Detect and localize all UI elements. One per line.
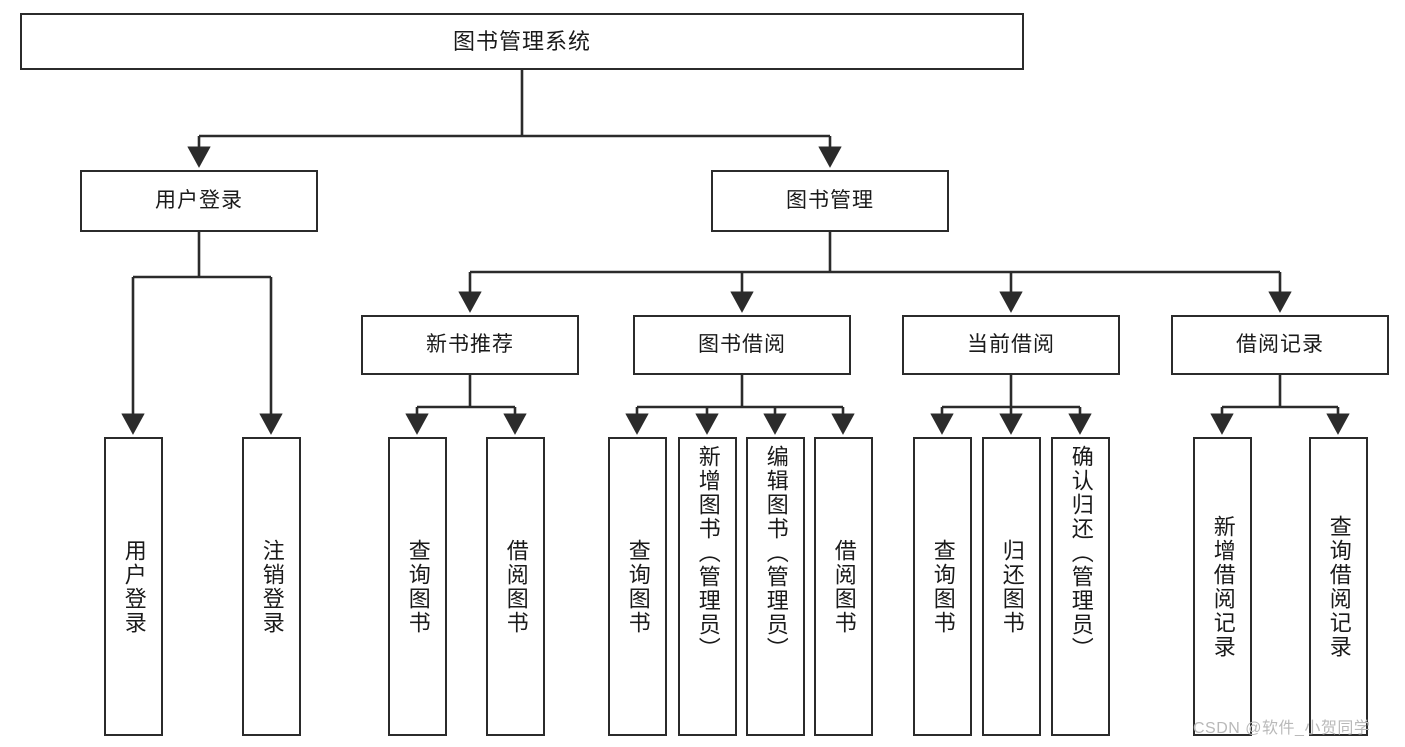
leaf-book-borrow-borrow-book[interactable]: 借阅图书	[814, 437, 873, 736]
leaf-book-borrow-add-book-admin[interactable]: 新增图书（管理员）	[678, 437, 737, 736]
node-label: 当前借阅	[967, 332, 1055, 356]
node-label: 新书推荐	[426, 332, 514, 356]
node-label: 借阅图书	[831, 538, 857, 635]
node-label: 编辑图书（管理员）	[763, 445, 789, 661]
node-label: 图书管理系统	[452, 28, 591, 54]
node-label: 查询借阅记录	[1326, 514, 1352, 659]
node-label: 查询图书	[625, 538, 651, 635]
node-label: 新增图书（管理员）	[695, 445, 721, 661]
leaf-current-borrow-return-book[interactable]: 归还图书	[982, 437, 1041, 736]
node-book-management[interactable]: 图书管理	[711, 170, 949, 232]
csdn-watermark: CSDN @软件_小贺同学	[1193, 720, 1371, 737]
leaf-new-book-borrow-book[interactable]: 借阅图书	[486, 437, 545, 736]
node-label: 新增借阅记录	[1210, 514, 1236, 659]
node-label: 查询图书	[930, 538, 956, 635]
leaf-current-borrow-confirm-return-admin[interactable]: 确认归还（管理员）	[1051, 437, 1110, 736]
node-book-borrow[interactable]: 图书借阅	[633, 315, 851, 375]
leaf-new-book-query-book[interactable]: 查询图书	[388, 437, 447, 736]
node-label: 归还图书	[999, 538, 1025, 635]
node-label: 用户登录	[121, 538, 147, 635]
leaf-book-borrow-query-book[interactable]: 查询图书	[608, 437, 667, 736]
node-label: 注销登录	[259, 538, 285, 635]
node-user-login[interactable]: 用户登录	[80, 170, 318, 232]
leaf-borrow-records-add-record[interactable]: 新增借阅记录	[1193, 437, 1252, 736]
node-label: 图书管理	[786, 188, 874, 212]
node-root-book-management-system[interactable]: 图书管理系统	[20, 13, 1024, 70]
leaf-book-borrow-edit-book-admin[interactable]: 编辑图书（管理员）	[746, 437, 805, 736]
leaf-current-borrow-query-book[interactable]: 查询图书	[913, 437, 972, 736]
node-borrow-records[interactable]: 借阅记录	[1171, 315, 1389, 375]
leaf-user-login-login[interactable]: 用户登录	[104, 437, 163, 736]
leaf-borrow-records-query-record[interactable]: 查询借阅记录	[1309, 437, 1368, 736]
leaf-user-login-logout[interactable]: 注销登录	[242, 437, 301, 736]
node-new-book-recommend[interactable]: 新书推荐	[361, 315, 579, 375]
node-label: 图书借阅	[698, 332, 786, 356]
node-label: 借阅记录	[1236, 332, 1324, 356]
node-label: 用户登录	[155, 188, 243, 212]
node-label: 查询图书	[405, 538, 431, 635]
node-label: 借阅图书	[503, 538, 529, 635]
node-current-borrow[interactable]: 当前借阅	[902, 315, 1120, 375]
node-label: 确认归还（管理员）	[1068, 445, 1094, 661]
